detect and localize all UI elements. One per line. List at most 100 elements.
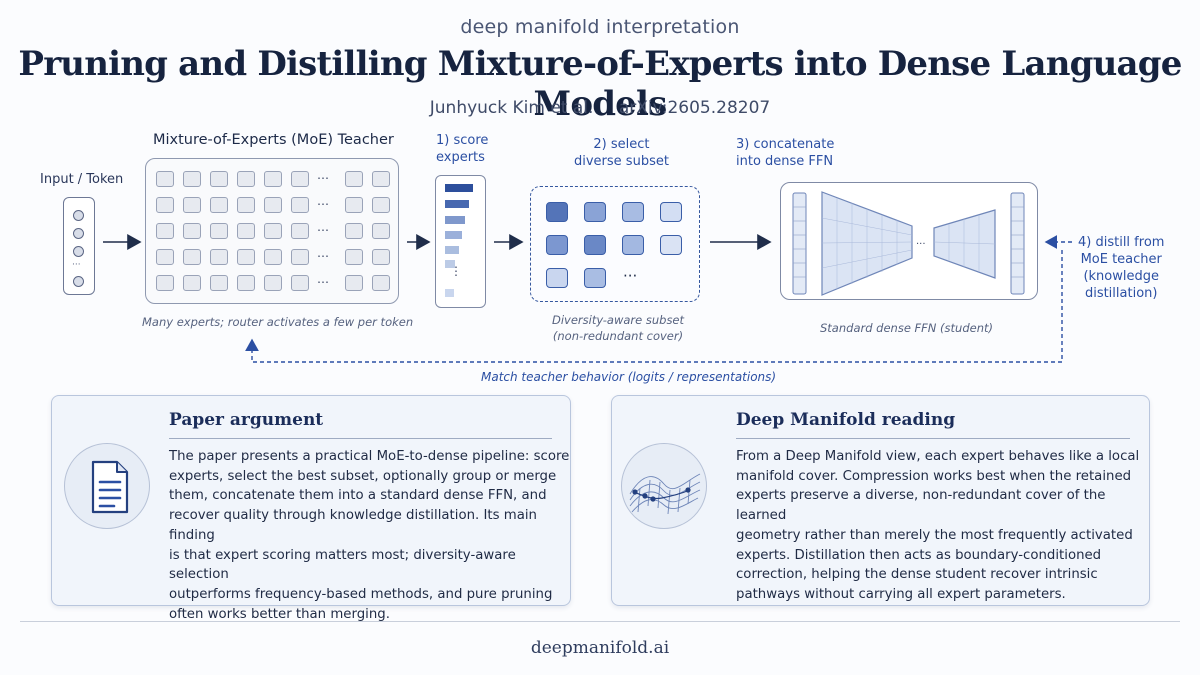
step1-line: experts [436,150,485,165]
step1-line: 1) score [436,133,489,148]
input-node [73,246,84,257]
moe-teacher-grid: …………… [145,158,399,304]
top-label: deep manifold interpretation [460,16,740,38]
ellipsis: … [317,194,329,208]
text-line: outperforms frequency-based methods, and… [169,586,553,602]
text-line: experts, select the best subset, optiona… [169,468,557,484]
expert-square [546,235,568,255]
step2-label: 2) select diverse subset [574,136,669,170]
expert-square [660,202,682,222]
expert-cell [183,275,201,291]
footer-site: deepmanifold.ai [530,638,670,658]
expert-cell [264,275,282,291]
ellipsis: … [317,168,329,182]
text-line: often works better than merging. [169,606,390,622]
text-line: geometry rather than merely the most fre… [736,527,1133,543]
text-line: The paper presents a practical MoE-to-de… [169,449,570,464]
expert-cell [345,249,363,265]
ellipsis: … [317,220,329,234]
score-bar [445,231,462,239]
ellipsis: ··· [72,260,81,270]
paper-argument-panel: Paper argument The paper presents a prac… [51,395,571,622]
step3-line: into dense FFN [736,154,834,169]
expert-cell [345,171,363,187]
expert-cell [183,197,201,213]
expert-cell [291,275,309,291]
ellipsis: ⋮ [450,264,462,278]
expert-square [584,235,606,255]
step1-label: 1) score experts [436,132,488,166]
expert-score-bars: ⋮ [435,175,486,308]
score-bar [445,216,465,224]
step4-line: MoE teacher [1080,252,1162,267]
expert-cell [237,249,255,265]
distillation-feedback-loop [245,250,1063,363]
input-node [73,276,84,287]
expert-cell [291,249,309,265]
expert-cell [183,249,201,265]
text-line: them, concatenate them into a standard d… [169,488,547,504]
expert-cell [291,223,309,239]
expert-cell [156,197,174,213]
expert-cell [372,197,390,213]
expert-square [546,268,568,288]
expert-cell [345,223,363,239]
text-line: experts preserve a diverse, non-redundan… [736,488,1106,524]
ffn-network-icon: ··· [792,191,1025,296]
step2-line: 2) select [593,137,650,152]
score-bar [445,246,459,254]
expert-cell [156,275,174,291]
ffn-caption: Standard dense FFN (student) [820,321,993,335]
divider [169,438,552,439]
step4-line: (knowledge [1083,269,1159,284]
expert-cell [237,223,255,239]
expert-cell [210,275,228,291]
subset-caption: Diversity-aware subset (non-redundant co… [552,312,684,344]
expert-cell [156,171,174,187]
divider [736,438,1130,439]
expert-cell [372,249,390,265]
authors: Junhyuck Kim et al. [429,98,594,118]
panel-heading: Paper argument [169,410,324,430]
expert-cell [237,197,255,213]
expert-cell [372,171,390,187]
text-line: recover quality through knowledge distil… [169,508,537,543]
expert-cell [210,171,228,187]
expert-cell [210,223,228,239]
document-icon [64,443,150,529]
ellipsis: … [317,272,329,286]
text-line: pathways without carrying all expert par… [736,586,1066,602]
expert-cell [156,249,174,265]
byline: Junhyuck Kim et al. arXiv:2605.28207 [0,98,1200,118]
step3-label: 3) concatenate into dense FFN [736,136,834,170]
expert-cell [210,197,228,213]
input-node [73,228,84,239]
text-line: correction, helping the dense student re… [736,567,1098,583]
expert-cell [345,197,363,213]
expert-cell [264,223,282,239]
panel-body: From a Deep Manifold view, each expert b… [736,447,1149,605]
step4-line: 4) distill from [1078,235,1165,250]
panel-body: The paper presents a practical MoE-to-de… [169,447,570,624]
text-line: manifold cover. Compression works best w… [736,468,1132,484]
score-bar [445,200,469,208]
expert-cell [210,249,228,265]
input-node [73,210,84,221]
expert-cell [264,171,282,187]
expert-square [546,202,568,222]
expert-cell [264,249,282,265]
expert-cell [156,223,174,239]
expert-square [622,202,644,222]
manifold-surface-icon [621,443,707,529]
expert-square [584,268,606,288]
deep-manifold-panel: Deep Manifold reading From a Deep Manifo… [611,395,1150,606]
expert-square [660,235,682,255]
score-bar [445,184,473,192]
step4-line: distillation) [1084,286,1158,301]
subset-caption-line: Diversity-aware subset [552,313,685,327]
match-caption: Match teacher behavior (logits / represe… [481,370,777,384]
expert-cell [264,197,282,213]
step2-line: diverse subset [574,154,669,169]
svg-text:···: ··· [916,239,926,250]
